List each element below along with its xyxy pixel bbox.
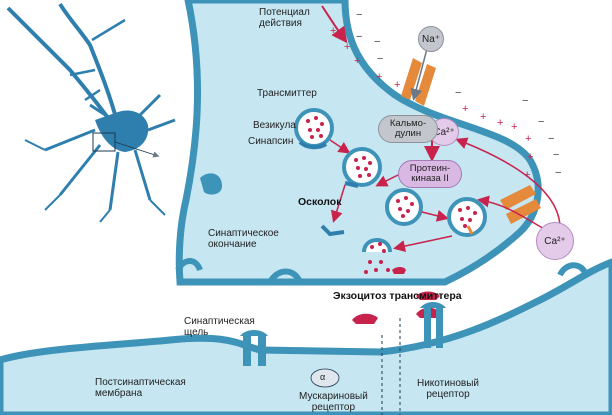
svg-text:+: + [376, 71, 382, 83]
svg-text:−: − [374, 36, 380, 48]
svg-text:+: + [527, 151, 533, 163]
muscarinic-receptor [240, 330, 340, 388]
alpha-subunit-label: α [320, 372, 326, 382]
svg-text:−: − [356, 9, 362, 21]
muscarinic-receptor-label: Мускариновый рецептор [299, 391, 368, 413]
synaptic-ending-label: Синаптическое окончание [208, 228, 279, 250]
exocytosis-label: Экзоцитоз трансмиттера [333, 290, 462, 302]
svg-text:−: − [455, 87, 461, 99]
svg-text:+: + [525, 133, 531, 145]
fragment-label: Осколок [298, 196, 342, 208]
docking-vesicle [447, 197, 487, 237]
svg-text:−: − [555, 167, 561, 179]
svg-text:−: − [538, 116, 544, 128]
synaptic-cleft-label: Синаптическая щель [184, 316, 255, 338]
nicotinic-receptor [416, 291, 446, 348]
fusion-arrow [393, 235, 453, 252]
svg-text:−: − [548, 133, 554, 145]
action-potential-label: Потенциал действия [259, 7, 310, 29]
svg-text:−: − [356, 31, 362, 43]
calmodulin: Кальмо-дулин [378, 115, 438, 143]
svg-text:+: + [480, 111, 486, 123]
exocytosis-vesicle [362, 238, 392, 274]
vesicle-label: Везикула [253, 120, 296, 131]
svg-text:+: + [497, 117, 503, 129]
synapsin-fragment [320, 224, 345, 237]
release-arrow [329, 139, 351, 154]
receptor-bump [557, 262, 589, 277]
svg-text:+: + [511, 121, 517, 133]
calcium-ion-outer: Ca²⁺ [536, 222, 574, 260]
protein-kinase-ii: Протеин-киназа II [398, 160, 462, 188]
svg-text:+: + [354, 55, 360, 67]
vesicle-phosphorylated [342, 147, 382, 188]
kinase-vesicle-arrow [375, 174, 399, 187]
calcium-to-calmodulin-arrow [455, 137, 561, 229]
free-vesicle [385, 188, 423, 226]
action-potential-arrow [321, 5, 348, 44]
svg-text:+: + [394, 79, 400, 91]
svg-text:+: + [524, 169, 530, 181]
transmitter-molecules [352, 267, 440, 324]
svg-text:−: − [522, 95, 528, 107]
active-zone-bump [175, 258, 203, 272]
svg-text:−: − [553, 149, 559, 161]
svg-text:−: − [377, 53, 383, 65]
membrane-charges: − − − − − − − − − − + + + + + + + + + + … [330, 9, 561, 181]
fragment-arrow [330, 184, 346, 223]
vesicle-with-synapsin [294, 108, 334, 150]
transmitter-label: Трансмиттер [257, 88, 317, 99]
membrane-indentation [200, 173, 222, 195]
svg-text:+: + [462, 103, 468, 115]
sodium-influx-arrow [410, 44, 429, 101]
neuron-thumbnail [6, 2, 176, 223]
docking-arrow [421, 209, 449, 222]
sodium-ion: Na⁺ [418, 26, 444, 52]
calcium-channel [500, 185, 541, 224]
svg-text:+: + [344, 41, 350, 53]
postsynaptic-membrane-label: Постсинаптическая мембрана [95, 377, 186, 399]
nicotinic-receptor-label: Никотиновый рецептор [417, 378, 479, 400]
postsynaptic-membrane [0, 258, 612, 415]
synapsin-label: Синапсин [248, 136, 294, 147]
active-zone-bump [267, 268, 303, 284]
